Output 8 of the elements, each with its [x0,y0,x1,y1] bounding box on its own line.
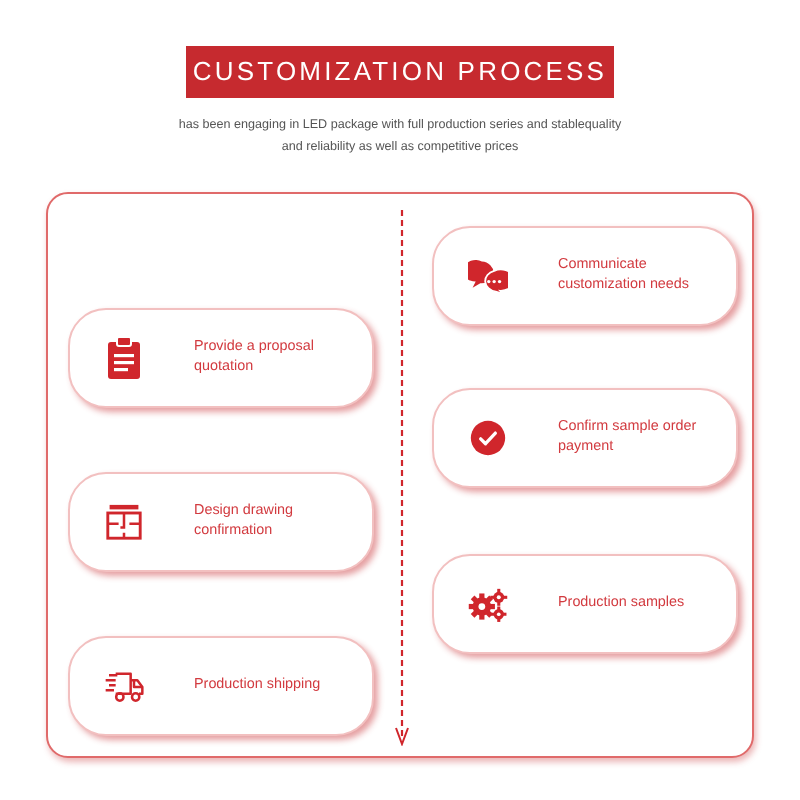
step-card [432,554,738,654]
step-card [68,308,374,408]
title-banner: CUSTOMIZATION PROCESS [186,46,614,98]
step-card [68,636,374,736]
step-card [432,388,738,488]
step-card [68,472,374,572]
step-card [432,226,738,326]
outline-frame [46,192,754,758]
